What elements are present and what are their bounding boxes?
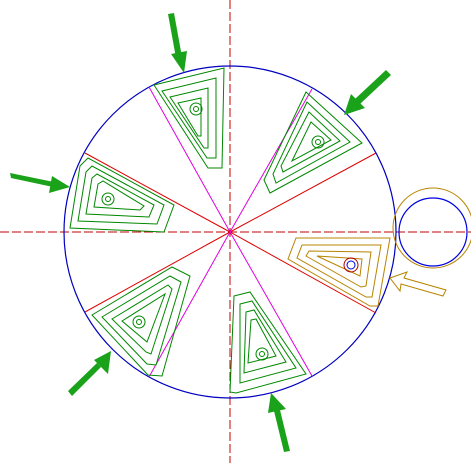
divider-line: [84, 231, 231, 313]
divider-line: [229, 231, 313, 377]
pocket-right-active: [287, 237, 391, 307]
pocket-top-right: [263, 91, 363, 194]
divider-line: [229, 88, 313, 233]
pocket-top-left: [153, 67, 225, 169]
divider-line: [229, 152, 377, 233]
pocket-center-dot: [193, 106, 199, 112]
tool-inner-circle: [398, 197, 468, 267]
pocket-center-dot: [105, 196, 111, 202]
arrow-icon: [268, 393, 290, 452]
divider-line: [148, 231, 231, 378]
pocket-center-circle: [189, 102, 203, 116]
arrow-icon: [68, 351, 111, 396]
pocket-center-circle: [255, 347, 269, 361]
arrow-icon: [168, 13, 187, 73]
magenta-dividers: [148, 86, 313, 378]
divider-line: [84, 152, 231, 233]
red-dividers: [84, 152, 377, 314]
pocket-left: [69, 157, 175, 233]
active-pocket-inner: [346, 260, 356, 270]
pocket-center-circle: [132, 315, 146, 329]
divider-line: [148, 86, 231, 233]
pocket-center-dot: [136, 319, 142, 325]
arrow-icon: [10, 173, 70, 193]
active-pocket-circle: [343, 257, 359, 273]
pocket-center-circle: [311, 135, 325, 149]
outer-circle: [63, 65, 397, 399]
pocket-center-circle: [101, 192, 115, 206]
arrow-icon: [344, 70, 391, 115]
tool-outer-circle: [392, 187, 471, 269]
outlined-arrow-icon: [389, 271, 447, 297]
pocket-center-dot: [315, 139, 321, 145]
pocket-bottom-left: [91, 266, 191, 377]
divider-line: [229, 231, 377, 314]
pocket-bottom: [229, 291, 307, 394]
feed-arrows: [10, 13, 391, 452]
pocket-center-dot: [259, 351, 265, 357]
